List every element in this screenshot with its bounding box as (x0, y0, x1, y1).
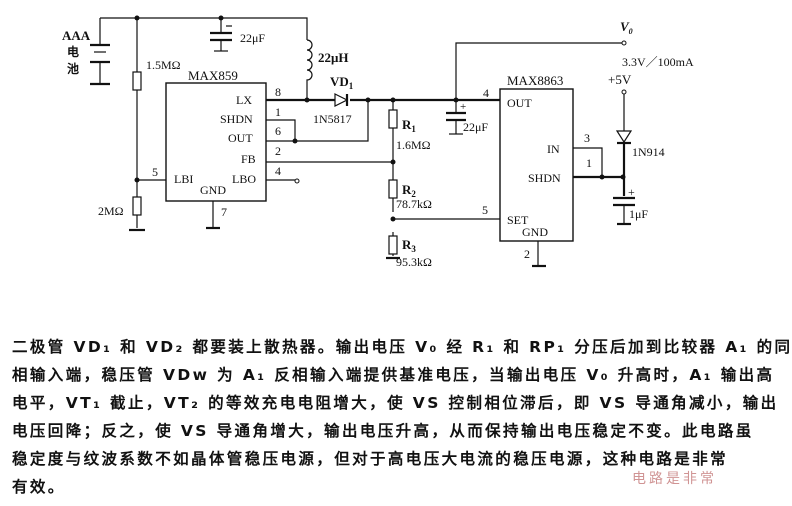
r1-ref: R1 (402, 117, 416, 134)
mid-cap-plus: + (460, 101, 466, 113)
resistor-2m (132, 196, 142, 216)
r3-ref: R3 (402, 237, 416, 254)
description-line: 有效。 (12, 478, 66, 496)
input-cap-label: 22μF (240, 31, 265, 45)
ic1-pin-lbo: LBO (232, 172, 256, 186)
r1-value: 1.6MΩ (396, 138, 431, 152)
lbo-terminal (294, 178, 300, 184)
r3-value: 95.3kΩ (396, 255, 432, 269)
resistor-r1 (388, 109, 398, 129)
max8863-ic (499, 88, 574, 242)
pin-1-label: 1 (275, 105, 281, 119)
description-line: 稳定度与纹波系数不如晶体管稳压电源，但对于高电压大电流的稳压电源，这种电路是非常 (12, 450, 729, 468)
inductor-symbol (306, 39, 313, 100)
resistor-r3 (388, 235, 398, 255)
circuit-schematic: AAA 电 池 22μF 22μH 1.5MΩ 2MΩ 5 MAX859 LX … (62, 15, 694, 269)
r-bottom-label: 2MΩ (98, 204, 124, 218)
battery-label: AAA (62, 28, 91, 43)
top-rail-wire (100, 17, 308, 40)
out-feedback-wire (266, 100, 369, 142)
junction-dot (304, 97, 310, 103)
output-spec: 3.3V／100mA (622, 55, 694, 69)
ic2-pin-set: SET (507, 213, 529, 227)
output-label: V0 (620, 19, 633, 36)
mid-cap-label: 22μF (463, 120, 488, 134)
description-line: 电压回降；反之，使 VS 导通角增大，输出电压升高，从而保持输出电压稳定不变。此… (12, 422, 754, 440)
ic2-pin-in: IN (547, 142, 560, 156)
cap-1uf-plus: + (628, 185, 635, 199)
resistor-1-5m (132, 71, 142, 91)
shdn-wire (266, 119, 296, 141)
max859-ic (165, 82, 267, 202)
vd1-part-label: 1N5817 (313, 112, 352, 126)
watermark: 电路是非常 (632, 471, 717, 487)
junction-dot (365, 97, 371, 103)
ic1-pin-lbi: LBI (174, 172, 193, 186)
input-capacitor (210, 18, 232, 52)
ic2-pin-gnd: GND (522, 225, 548, 239)
pin-1-shdn-label: 1 (586, 156, 592, 170)
description-line: 相输入端，稳压管 VDw 为 A₁ 反相输入端提供基准电压，当输出电压 V₀ 升… (12, 366, 775, 384)
pin-7-label: 7 (221, 205, 227, 219)
r2-ref: R2 (402, 182, 416, 199)
inductor-label: 22μH (318, 50, 348, 65)
supply-label: +5V (608, 72, 632, 87)
diode-vd1-symbol (334, 93, 349, 107)
battery-label-cn2: 池 (67, 61, 79, 76)
battery-label-cn1: 电 (67, 44, 79, 59)
pin-6-label: 6 (275, 124, 281, 138)
ic1-pin-lx: LX (236, 93, 252, 107)
pin-3-label: 3 (584, 131, 590, 145)
ic2-name: MAX8863 (507, 73, 563, 88)
ic1-pin-out: OUT (228, 131, 253, 145)
description-line: 二极管 VD₁ 和 VD₂ 都要装上散热器。输出电压 V₀ 经 R₁ 和 RP₁… (12, 338, 792, 356)
in-wire (573, 147, 603, 177)
ic1-pin-gnd: GND (200, 183, 226, 197)
pin-5-set-label: 5 (482, 203, 488, 217)
diode2-label: 1N914 (632, 145, 665, 159)
ic1-pin-fb: FB (241, 152, 256, 166)
ic2-pin-out: OUT (507, 96, 532, 110)
pin-5-label: 5 (152, 165, 158, 179)
junction-dot (599, 174, 605, 180)
output-terminal[interactable] (621, 40, 627, 46)
pin-2-label: 2 (275, 144, 281, 158)
pin-2-gnd-label: 2 (524, 247, 530, 261)
pin-4-out-label: 4 (483, 86, 489, 100)
pin-8-label: 8 (275, 85, 281, 99)
junction-dot (292, 138, 298, 144)
capacitor-1uf (613, 196, 635, 226)
description-paragraph: 二极管 VD₁ 和 VD₂ 都要装上散热器。输出电压 V₀ 经 R₁ 和 RP₁… (12, 333, 792, 501)
vd1-label: VD1 (330, 74, 354, 91)
description-line: 电平，VT₁ 截止，VT₂ 的等效充电电阻增大，使 VS 控制相位滞后，即 VS… (12, 394, 779, 412)
cap-1uf-label: 1μF (629, 207, 648, 221)
pin-4-label: 4 (275, 164, 281, 178)
battery-symbol (90, 18, 110, 86)
ic2-pin-shdn: SHDN (528, 171, 561, 185)
diode-1n914-symbol (615, 130, 633, 196)
r2-value: 78.7kΩ (396, 197, 432, 211)
ic1-pin-shdn: SHDN (220, 112, 253, 126)
resistor-r2 (388, 179, 398, 199)
junction-dot (390, 159, 396, 165)
supply-terminal[interactable] (621, 89, 627, 95)
output-capacitor-22uf (446, 100, 466, 135)
output-wire (455, 42, 622, 100)
r-top-label: 1.5MΩ (146, 58, 181, 72)
ic1-name: MAX859 (188, 68, 238, 83)
